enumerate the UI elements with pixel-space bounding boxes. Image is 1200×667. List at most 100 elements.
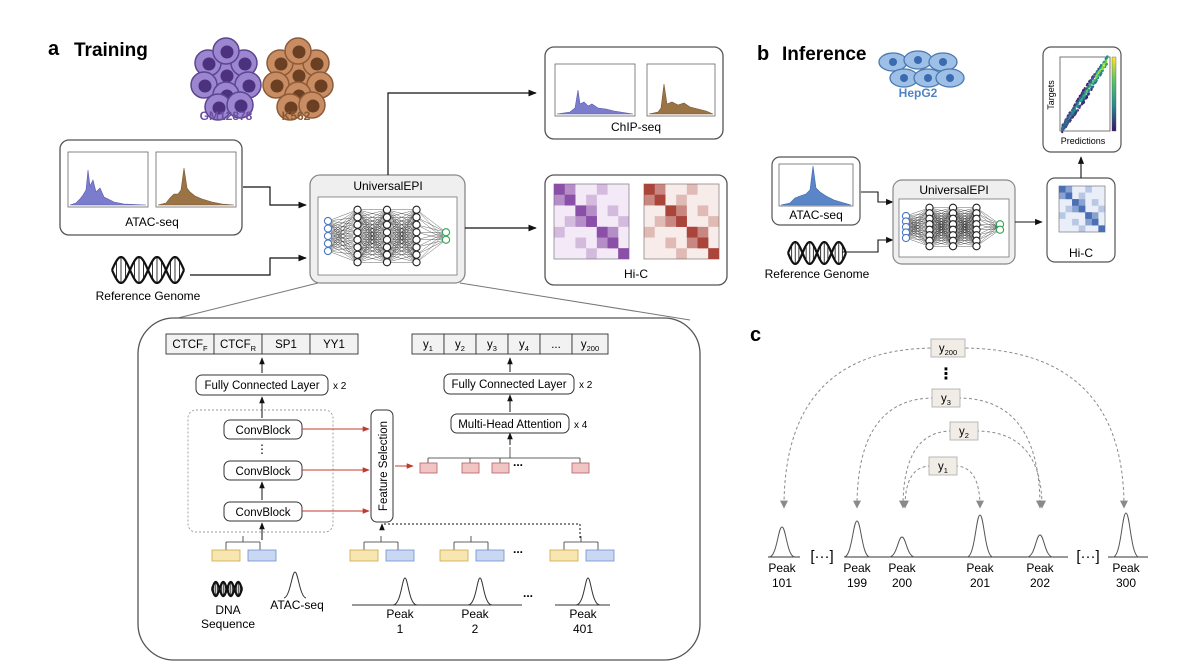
nn-node — [925, 242, 934, 251]
nn-edge — [327, 247, 358, 252]
cell-nucleus — [212, 101, 226, 115]
contact-diag — [564, 194, 576, 206]
nn-edge — [929, 207, 954, 219]
atac-label: ATAC-seq — [125, 215, 179, 229]
gap-marker: [···] — [1076, 548, 1099, 565]
peak-curve — [1026, 534, 1054, 558]
contact-cell — [686, 184, 698, 195]
contact-diag — [1098, 225, 1105, 232]
peak-label: Peak — [768, 561, 796, 575]
neural-network-icon — [901, 203, 1005, 251]
contact-diag — [1078, 205, 1086, 213]
cell-nucleus — [924, 74, 932, 82]
contact-diag — [697, 237, 709, 249]
nn-edge — [386, 239, 417, 263]
scatter-point — [1082, 98, 1086, 101]
peak-curve — [966, 514, 994, 558]
scatter-point — [1102, 64, 1105, 67]
convblock-bottom-label: ConvBlock — [236, 507, 291, 519]
contact-diag — [1072, 199, 1079, 206]
dna-strand — [110, 256, 186, 284]
scatter-point — [1082, 101, 1085, 104]
contact-diag — [607, 237, 619, 249]
nn-node — [995, 225, 1005, 234]
cell-nucleus — [198, 79, 212, 93]
nn-edge — [327, 209, 358, 222]
nn-edge — [386, 209, 417, 240]
nn-node — [353, 250, 362, 259]
contact-cell — [1072, 205, 1079, 213]
mha-label: Multi-Head Attention — [458, 419, 562, 431]
hic-label: Hi-C — [624, 267, 648, 281]
peak-label: Peak — [888, 561, 916, 575]
nn-edge — [905, 213, 930, 239]
pair-label-box — [931, 388, 961, 408]
contact-cell — [665, 216, 677, 227]
contact-diag — [554, 184, 565, 195]
output-cell — [571, 333, 609, 355]
gm12878-label: GM12878 — [200, 109, 253, 123]
contact-cell — [708, 216, 719, 227]
scatter-point — [1078, 104, 1081, 107]
panel-c-letter: c — [750, 324, 761, 346]
nn-edge — [386, 209, 417, 263]
multi-head-attention-box — [450, 413, 570, 434]
contact-cell — [607, 226, 619, 238]
scatter-point — [1092, 82, 1095, 86]
nn-node — [382, 205, 392, 214]
signal-track-icon — [648, 83, 714, 115]
peaks-to-fs-path — [382, 523, 581, 538]
nn-edge — [905, 224, 930, 239]
token-dots: ... — [513, 455, 523, 469]
nn-node — [382, 250, 392, 259]
pair-arc — [975, 430, 1046, 509]
contact-cell — [676, 205, 687, 217]
nn-edge — [929, 207, 954, 230]
dna-token — [211, 549, 241, 562]
nn-node — [441, 228, 451, 237]
cell-nucleus — [242, 79, 256, 93]
token-row — [419, 447, 590, 474]
dna-helix-icon — [110, 256, 186, 284]
contact-cell — [665, 237, 677, 249]
nn-edge — [357, 239, 388, 263]
nn-edge — [357, 209, 388, 233]
atac-token — [385, 549, 415, 562]
peak-curve — [1112, 512, 1140, 558]
nn-edge — [327, 217, 358, 252]
nn-edge — [327, 232, 358, 252]
dna-token — [349, 549, 379, 562]
scatter-point — [1084, 97, 1087, 100]
feature-selection-label: Feature Selection — [378, 421, 390, 511]
pair-label: y1 — [938, 461, 948, 475]
cell-nucleus — [220, 69, 234, 83]
peak-number: 401 — [573, 622, 593, 636]
nn-edge — [386, 209, 417, 255]
contact-map-icon — [1058, 185, 1106, 233]
peak-label: Peak — [569, 607, 597, 621]
peak-label: Peak — [843, 561, 871, 575]
peak-label: Peak — [461, 607, 489, 621]
cell-nucleus — [939, 58, 947, 66]
atac-token — [247, 549, 277, 562]
contact-cell — [1065, 205, 1073, 213]
scatter-point — [1080, 99, 1083, 102]
scatter-ylabel: Targets — [1046, 80, 1056, 110]
nn-node — [353, 220, 362, 229]
output-cell-label: y3 — [487, 339, 497, 353]
panel-b-letter: b — [757, 43, 769, 65]
fc-layer-left-label: Fully Connected Layer — [204, 380, 319, 392]
nn-edge — [416, 224, 447, 233]
cell-nucleus — [220, 45, 234, 59]
chip-label: ChIP-seq — [611, 120, 661, 134]
contact-cell — [1065, 186, 1073, 193]
contact-cell — [1078, 225, 1086, 232]
peak-dots: ... — [523, 586, 533, 600]
peak-number: 1 — [397, 622, 404, 636]
scatter-point — [1098, 74, 1101, 77]
output-cell-label: CTCFF — [172, 339, 208, 353]
nn-edge — [976, 213, 1001, 225]
output-cell-label: y4 — [519, 339, 529, 353]
contact-cell — [1078, 192, 1086, 200]
